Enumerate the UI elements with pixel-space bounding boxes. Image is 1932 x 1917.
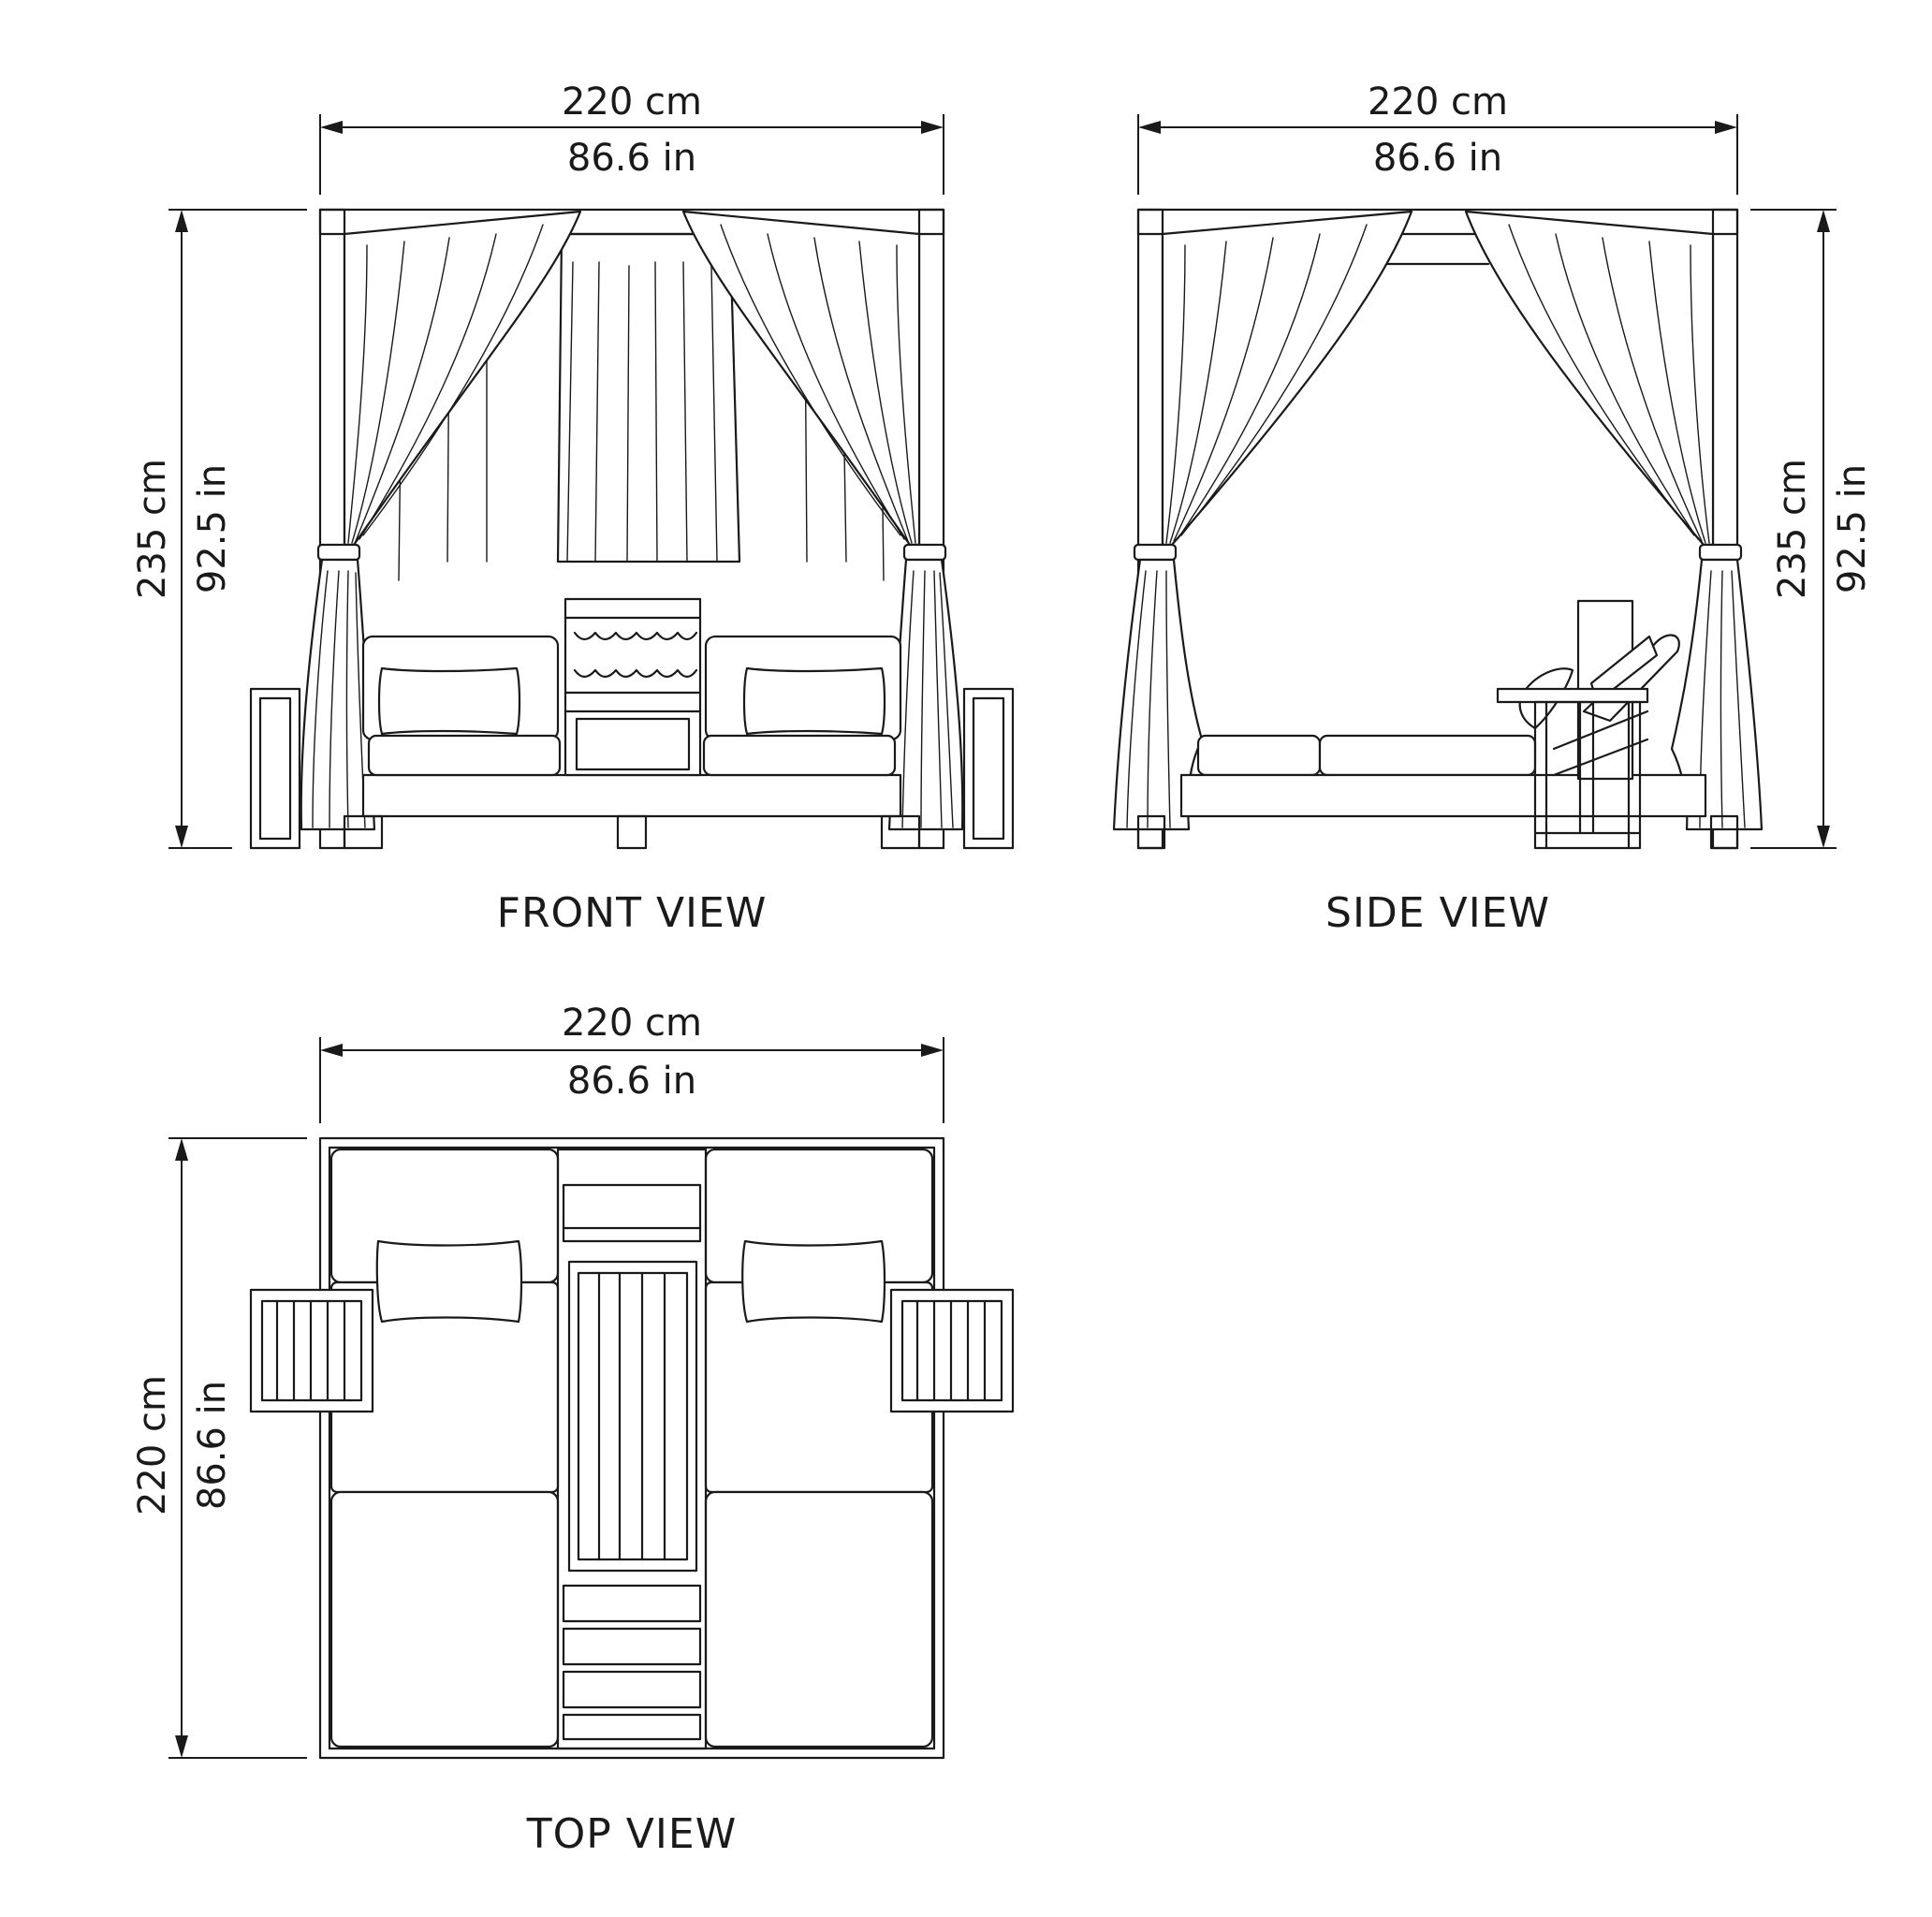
- side-view-label: SIDE VIEW: [1325, 889, 1550, 937]
- top-left-pillow: [375, 1239, 523, 1324]
- side-height-in: 92.5 in: [1831, 464, 1874, 593]
- top-depth-cm: 220 cm: [131, 1375, 174, 1515]
- top-width-cm: 220 cm: [562, 1002, 702, 1045]
- front-right-pillow: [742, 666, 886, 736]
- top-left-lounger: [329, 1148, 560, 1749]
- side-height-dimension: 235 cm 92.5 in: [1750, 209, 1874, 849]
- top-view: 220 cm 86.6 in 220 cm 86.6 in: [131, 1002, 1015, 1858]
- side-width-cm: 220 cm: [1368, 80, 1508, 124]
- front-height-in: 92.5 in: [191, 464, 234, 593]
- top-depth-dimension: 220 cm 86.6 in: [131, 1137, 307, 1759]
- top-width-dimension: 220 cm 86.6 in: [319, 1002, 944, 1123]
- side-view: 220 cm 86.6 in 235 cm 92.5 in: [1112, 80, 1874, 937]
- top-left-side-table: [249, 1288, 374, 1413]
- top-center-cabinet: [556, 1148, 708, 1750]
- side-bed: [1136, 734, 1739, 850]
- front-right-side-table: [962, 687, 1015, 850]
- side-right-curtain: [1464, 210, 1764, 831]
- top-right-side-table: [889, 1288, 1015, 1413]
- front-bed-base: [343, 773, 921, 850]
- side-height-cm: 235 cm: [1771, 459, 1814, 599]
- top-right-pillow: [741, 1239, 886, 1324]
- side-width-in: 86.6 in: [1373, 137, 1502, 180]
- front-view: 220 cm 86.6 in 235 cm 92.5 in: [131, 80, 1015, 937]
- front-right-lounger: [702, 635, 902, 777]
- front-height-dimension: 235 cm 92.5 in: [131, 209, 307, 849]
- side-left-curtain: [1112, 210, 1413, 831]
- front-center-cabinet: [564, 597, 702, 777]
- front-left-pillow: [377, 666, 521, 736]
- front-width-dimension: 220 cm 86.6 in: [319, 80, 944, 195]
- top-view-label: TOP VIEW: [526, 1810, 737, 1858]
- side-width-dimension: 220 cm 86.6 in: [1137, 80, 1738, 195]
- front-view-label: FRONT VIEW: [497, 889, 768, 937]
- front-width-in: 86.6 in: [567, 137, 696, 180]
- front-left-lounger: [361, 635, 562, 777]
- front-width-cm: 220 cm: [562, 80, 702, 124]
- top-depth-in: 86.6 in: [191, 1381, 234, 1510]
- front-height-cm: 235 cm: [131, 459, 174, 599]
- side-side-table: [1496, 687, 1649, 850]
- front-left-curtain: [300, 210, 582, 831]
- top-right-lounger: [704, 1148, 934, 1749]
- top-width-in: 86.6 in: [567, 1060, 696, 1103]
- front-left-side-table: [249, 687, 301, 850]
